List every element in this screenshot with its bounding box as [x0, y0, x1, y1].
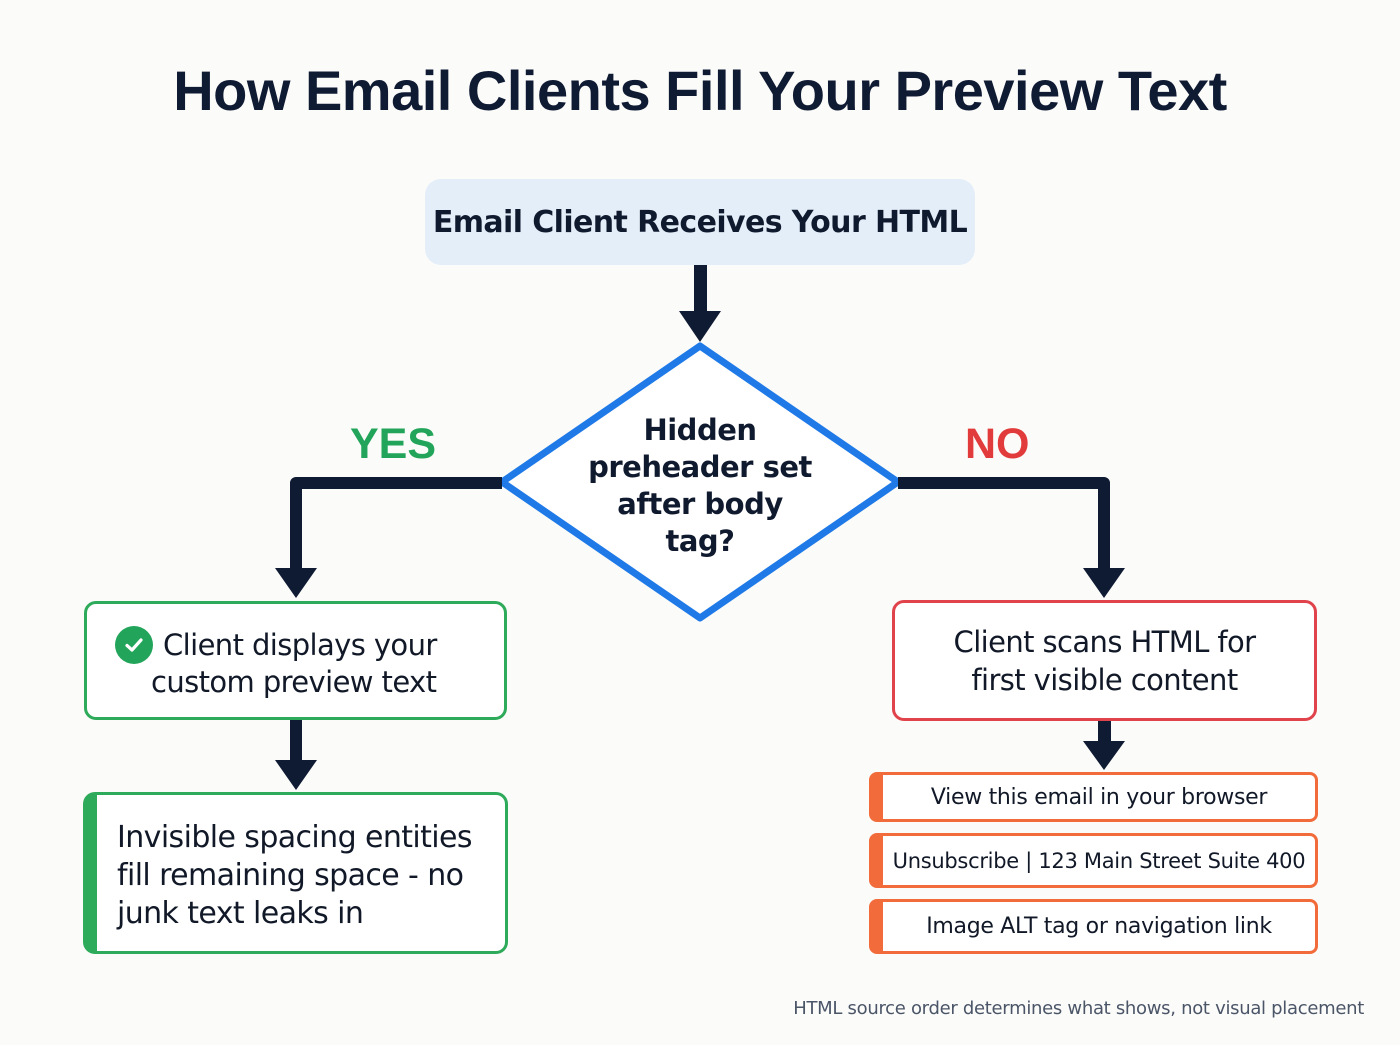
- decision-line: Hidden: [643, 413, 757, 447]
- yes-detail-line: Invisible spacing entities: [117, 820, 473, 855]
- decision-line: tag?: [665, 524, 735, 558]
- arrow-no: [898, 477, 1125, 598]
- arrow-yes-result-to-detail: [275, 720, 317, 790]
- yes-result-node: Client displays your custom preview text: [84, 601, 507, 720]
- fallback-example-unsubscribe: Unsubscribe | 123 Main Street Suite 400: [869, 833, 1318, 888]
- arrow-yes: [275, 477, 502, 598]
- footnote: HTML source order determines what shows,…: [793, 998, 1364, 1019]
- diagram-title: How Email Clients Fill Your Preview Text: [173, 59, 1227, 122]
- decision-node-label: Hidden preheader set after body tag?: [570, 412, 830, 560]
- decision-diamond: [498, 342, 902, 622]
- arrow-no-result-to-examples: [1083, 721, 1125, 770]
- fallback-example-browser-link: View this email in your browser: [869, 772, 1318, 822]
- yes-label: YES: [350, 420, 437, 468]
- decision-line: after body: [617, 487, 783, 521]
- yes-result-line: custom preview text: [151, 665, 437, 699]
- check-circle-icon: [115, 626, 153, 664]
- decision-line: preheader set: [588, 450, 812, 484]
- fallback-example-alt-tag: Image ALT tag or navigation link: [869, 899, 1318, 954]
- start-node-label: Email Client Receives Your HTML: [432, 204, 968, 240]
- no-result-line: Client scans HTML for: [953, 624, 1257, 659]
- yes-detail-line: fill remaining space - no: [117, 858, 464, 893]
- yes-detail-node: Invisible spacing entities fill remainin…: [83, 792, 508, 954]
- start-node: Email Client Receives Your HTML: [425, 179, 975, 265]
- no-result-node: Client scans HTML for first visible cont…: [892, 600, 1317, 721]
- yes-result-line: Client displays your: [163, 627, 437, 662]
- no-result-line: first visible content: [971, 662, 1238, 697]
- arrow-start-to-decision: [679, 265, 721, 342]
- yes-detail-line: junk text leaks in: [117, 896, 364, 931]
- no-label: NO: [965, 420, 1030, 468]
